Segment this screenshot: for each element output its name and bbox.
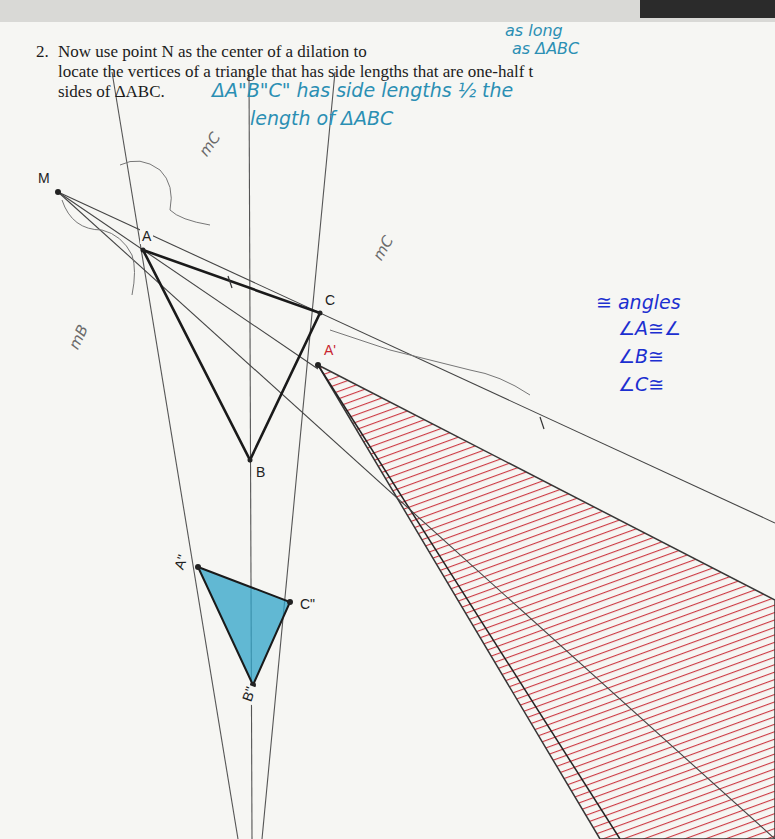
point-label: A' [322,342,338,358]
handwritten-note: as ΔABC [512,40,579,58]
triangle-a2b2c2 [198,567,290,685]
photo-dark-corner [640,0,775,18]
tick-mark [540,417,544,429]
handwritten-note: ∠B≅ [618,346,664,368]
point-label: A [140,228,153,244]
red-triangle [318,365,775,839]
tick-mark [228,276,232,288]
handwritten-note: length of ΔABC [250,108,393,130]
points [55,189,323,688]
center-m-rays [58,192,775,839]
point-label: C" [298,596,317,612]
point-label: C [323,292,337,308]
point-label: B [254,464,267,480]
photo-top-band [0,0,775,22]
problem-text: sides of ΔABC. [58,82,165,102]
handwritten-note: ∠C≅ [618,374,664,396]
problem-text: locate the vertices of a triangle that h… [58,62,533,82]
handwritten-note: as long [505,22,563,40]
pencil-note: mC [370,233,397,263]
pencil-note: mB [66,322,92,352]
dilation-rays [112,72,335,839]
point-label: A" [170,551,191,574]
triangle-abc [143,250,320,460]
pencil-note: mC [196,129,225,159]
handwritten-note: ≅ angles [596,292,681,314]
point-label: M [36,170,52,186]
problem-text: Now use point N as the center of a dilat… [58,42,367,62]
pencil-braces [62,161,530,395]
handwritten-note: ΔA"B"C" has side lengths ½ the [212,80,513,102]
problem-number: 2. [36,42,49,62]
handwritten-note: ∠A≅∠ [618,318,681,340]
red-triangle-side [318,365,620,839]
point-label: B" [238,683,259,706]
